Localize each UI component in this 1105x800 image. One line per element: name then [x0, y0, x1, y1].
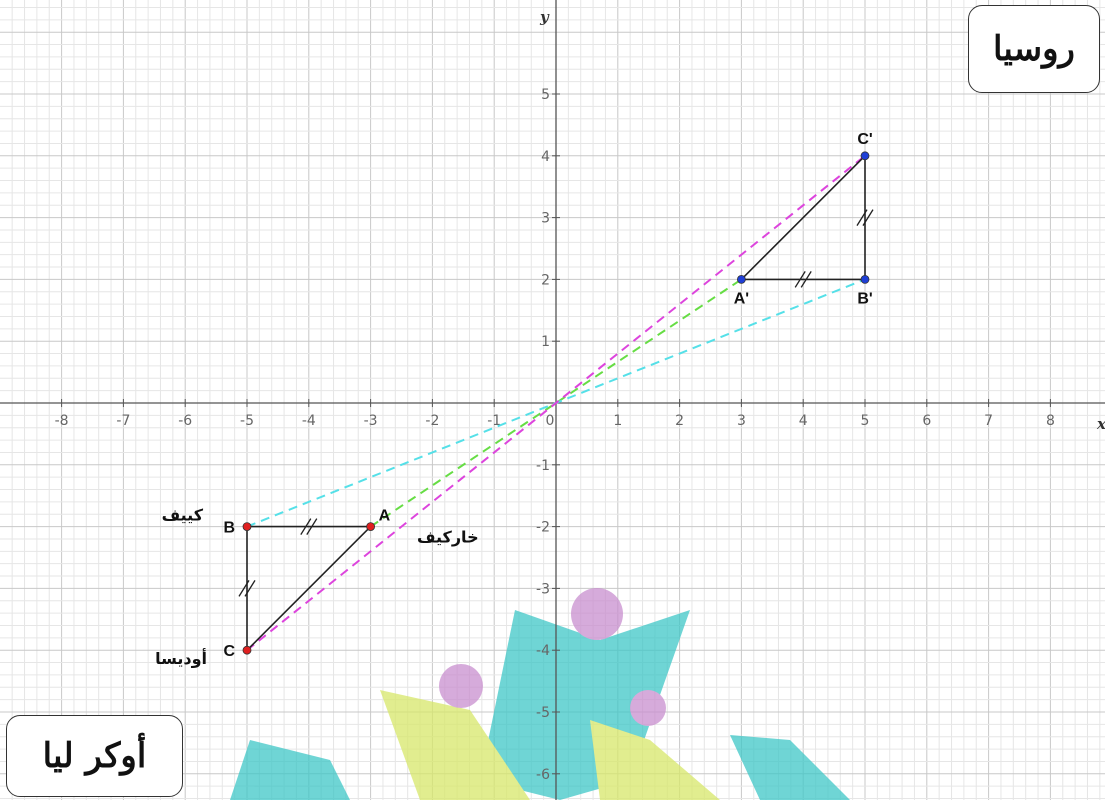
triangle-image-equal-tick — [794, 271, 806, 288]
x-tick-label: 2 — [675, 413, 684, 429]
y-tick-label: -4 — [536, 643, 550, 659]
russia-label: روسيا — [993, 29, 1075, 69]
y-tick-label: -3 — [536, 581, 550, 597]
triangle-abc-equal-tick — [244, 580, 256, 597]
y-axis-label: y — [539, 8, 550, 26]
logo-figure-far-right — [730, 735, 850, 800]
x-tick-label: -7 — [116, 413, 130, 429]
x-axis-label: x — [1096, 415, 1105, 433]
triangle-abc-point — [366, 522, 376, 531]
city-label-kharkiv: خاركيف — [417, 528, 479, 547]
x-tick-label: 3 — [737, 413, 746, 429]
point-labels: A B C خاركيف كييف أوديسا A' B' C' — [155, 131, 873, 668]
y-tick-label: 3 — [541, 211, 550, 227]
x-tick-label: 0 — [546, 413, 555, 429]
dashed-connectors — [246, 155, 866, 651]
y-tick-label: -6 — [536, 767, 550, 783]
point-label-a-prime: A' — [734, 290, 749, 307]
x-tick-label: -1 — [487, 413, 501, 429]
point-label-b: B — [223, 520, 235, 537]
x-tick-label: -8 — [55, 413, 69, 429]
x-tick-label: 1 — [613, 413, 622, 429]
y-tick-label: 5 — [541, 87, 550, 103]
x-tick-label: 4 — [799, 413, 808, 429]
ukraine-label-box: أوكر ليا — [6, 715, 183, 797]
point-label-c-prime: C' — [857, 131, 872, 148]
triangle-image-point — [860, 274, 870, 284]
ukraine-label: أوكر ليا — [42, 736, 147, 776]
triangle-a-prime-b-prime-c-prime — [737, 151, 874, 288]
y-tick-label: 4 — [541, 149, 550, 165]
x-tick-label: -4 — [302, 413, 316, 429]
triangle-abc — [238, 518, 376, 655]
point-label-c: C — [223, 643, 235, 660]
x-tick-label: 5 — [861, 413, 870, 429]
triangle-abc-edges — [246, 525, 373, 653]
x-tick-label: -2 — [425, 413, 439, 429]
logo-figure-left — [380, 690, 530, 800]
triangle-image-edges — [739, 153, 866, 281]
triangle-abc-point — [242, 645, 252, 655]
triangle-abc-equal-tick — [300, 518, 312, 535]
y-tick-label: -5 — [536, 705, 550, 721]
logo-head-left — [439, 664, 483, 708]
tick-labels: -8 -7 -6 -5 -4 -3 -2 -1 0 1 2 3 4 5 6 7 8 5 4 3 2 1 -1 -2 -3 -4 -5… — [55, 87, 1055, 783]
triangle-abc-point — [242, 522, 252, 531]
y-tick-label: 2 — [541, 272, 550, 288]
triangle-image-equal-tick — [800, 271, 812, 288]
triangle-image-equal-tick — [856, 209, 868, 226]
x-tick-label: -3 — [364, 413, 378, 429]
triangle-image-equal-tick — [862, 209, 874, 226]
triangle-image-point — [860, 151, 870, 161]
logo-head-center — [571, 588, 623, 640]
x-tick-label: -6 — [178, 413, 192, 429]
triangle-abc-equal-tick — [306, 518, 318, 535]
x-tick-label: 6 — [922, 413, 931, 429]
dashed-line-c — [246, 155, 866, 651]
x-tick-label: -5 — [240, 413, 254, 429]
x-tick-label: 8 — [1046, 413, 1055, 429]
point-label-b-prime: B' — [857, 290, 872, 307]
watermark-logo — [230, 588, 850, 800]
logo-head-right — [630, 690, 666, 726]
logo-figure-far-left — [230, 740, 350, 800]
city-label-kyiv: كييف — [162, 506, 204, 525]
y-tick-label: 1 — [541, 334, 550, 350]
russia-label-box: روسيا — [968, 5, 1100, 93]
y-tick-label: -1 — [536, 458, 550, 474]
city-label-odesa: أوديسا — [155, 648, 207, 668]
triangle-image-point — [737, 274, 746, 284]
logo-figure-right — [590, 720, 720, 800]
x-tick-label: 7 — [984, 413, 993, 429]
y-tick-label: -2 — [536, 520, 550, 536]
triangle-abc-equal-tick — [238, 580, 250, 597]
point-label-a: A — [379, 508, 391, 525]
